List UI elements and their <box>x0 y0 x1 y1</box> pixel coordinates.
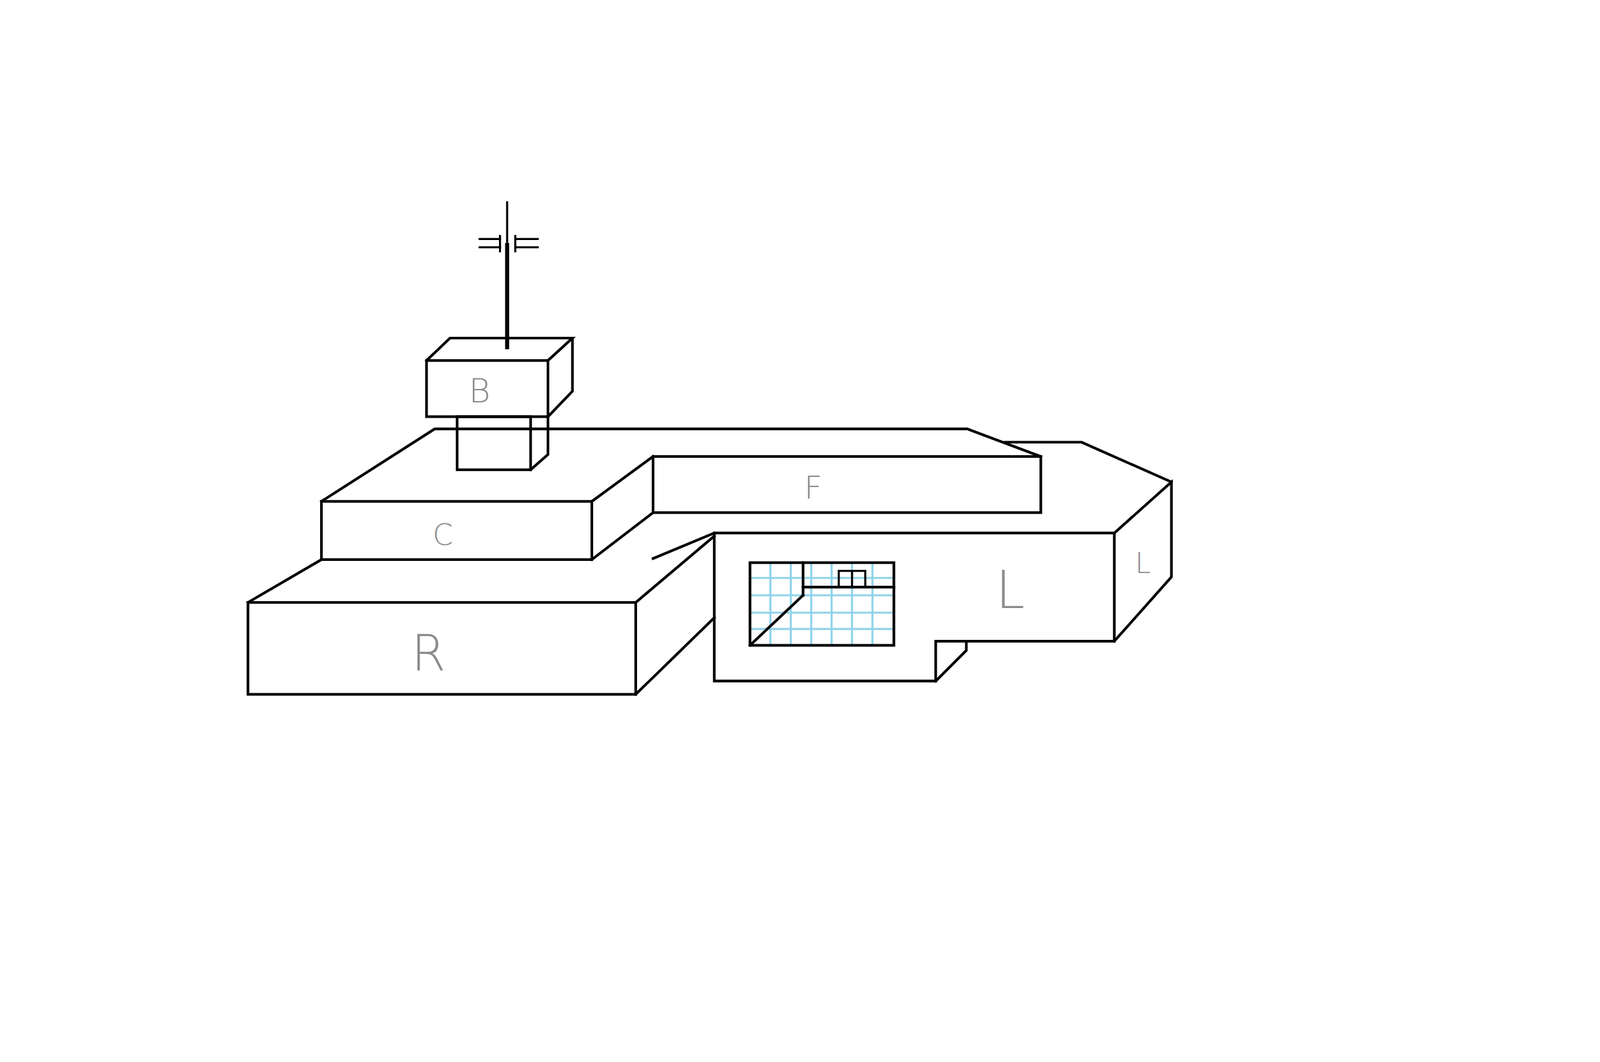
hull-block <box>652 442 1172 681</box>
window-grid <box>749 562 894 646</box>
block-face: B <box>469 374 491 408</box>
block-face: L <box>1134 549 1151 578</box>
face-letter: B <box>469 374 491 408</box>
block-face: L <box>995 563 1025 617</box>
face-letter: L <box>995 563 1025 617</box>
bridge-block <box>426 337 573 470</box>
block-face: F <box>803 471 823 504</box>
face-letter: L <box>1134 549 1151 578</box>
block-face: R <box>411 628 446 678</box>
antenna <box>479 202 538 348</box>
face-letter: R <box>411 628 446 678</box>
upper-deck <box>321 428 1041 560</box>
block-face: C <box>432 519 454 550</box>
lower-deck <box>248 535 715 695</box>
face-letter: F <box>803 471 823 504</box>
face-letter: C <box>432 519 454 550</box>
